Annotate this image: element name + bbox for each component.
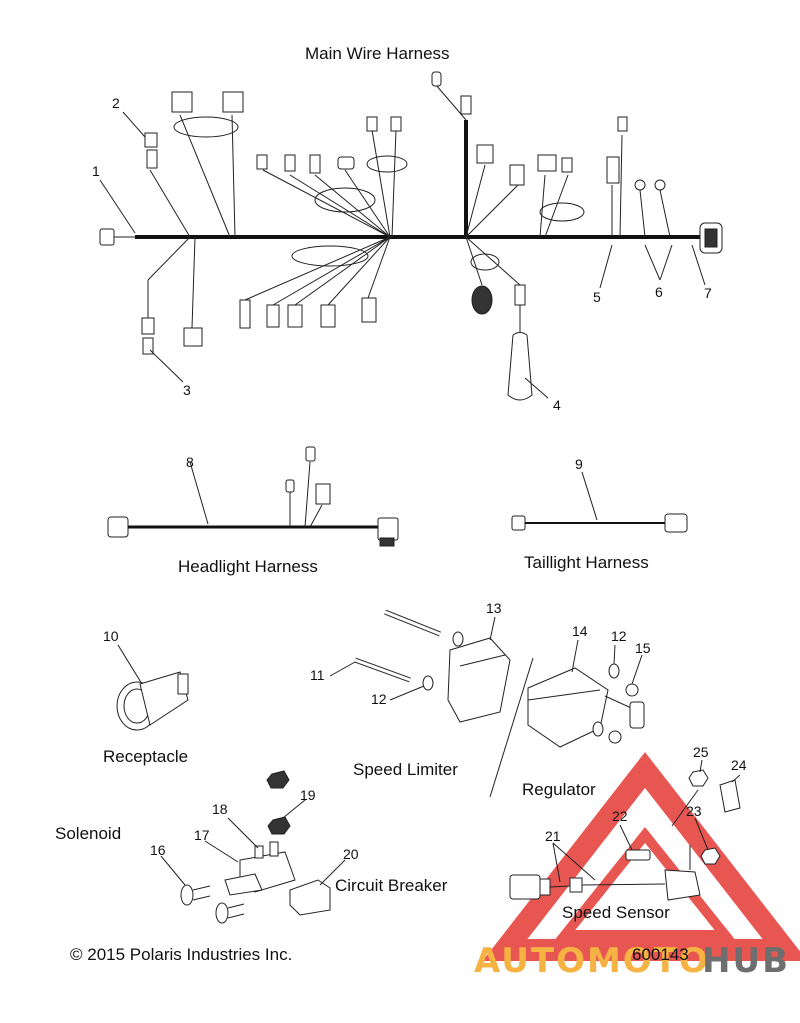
headlight-harness-title: Headlight Harness — [178, 557, 318, 576]
callout-25: 25 — [693, 744, 709, 760]
callout-19: 19 — [300, 787, 316, 803]
callout-9: 9 — [575, 456, 583, 472]
callout-5: 5 — [593, 289, 601, 305]
receptacle: 10 Receptacle — [103, 628, 189, 766]
speed-sensor: 21 22 23 24 25 Speed Sensor — [509, 744, 747, 922]
callout-23: 23 — [686, 803, 702, 819]
watermark-text-primary: AUTOMOTO — [474, 941, 710, 981]
speed-limiter-title: Speed Limiter — [353, 760, 458, 779]
callout-22: 22 — [612, 808, 628, 824]
callout-14: 14 — [572, 623, 588, 639]
regulator-title: Regulator — [522, 780, 596, 799]
taillight-harness-title: Taillight Harness — [524, 553, 649, 572]
main-wire-harness: Main Wire Harness — [92, 44, 723, 413]
speed-limiter: 13 11 12 Speed Limiter — [310, 600, 511, 779]
callout-3: 3 — [183, 382, 191, 398]
callout-17: 17 — [194, 827, 210, 843]
regulator: 14 12 15 Regulator — [522, 623, 651, 799]
circuit-breaker-title: Circuit Breaker — [335, 876, 448, 895]
speed-sensor-title: Speed Sensor — [562, 903, 670, 922]
callout-8: 8 — [186, 454, 194, 470]
callout-15: 15 — [635, 640, 651, 656]
callout-12-regulator: 12 — [611, 628, 627, 644]
diagram-number: 600143 — [632, 945, 689, 964]
callout-1: 1 — [92, 163, 100, 179]
callout-12-limiter: 12 — [371, 691, 387, 707]
taillight-harness: 9 Taillight Harness — [511, 456, 688, 572]
callout-10: 10 — [103, 628, 119, 644]
receptacle-title: Receptacle — [103, 747, 188, 766]
main-harness-title: Main Wire Harness — [305, 44, 450, 63]
callout-16: 16 — [150, 842, 166, 858]
callout-7: 7 — [704, 285, 712, 301]
callout-11: 11 — [310, 667, 325, 683]
callout-4: 4 — [553, 397, 561, 413]
callout-6: 6 — [655, 284, 663, 300]
callout-24: 24 — [731, 757, 747, 773]
solenoid-title: Solenoid — [55, 824, 121, 843]
callout-20: 20 — [343, 846, 359, 862]
copyright-notice: © 2015 Polaris Industries Inc. — [70, 945, 292, 964]
watermark-text-secondary: HUB — [702, 941, 790, 981]
callout-18: 18 — [212, 801, 228, 817]
solenoid-group: Solenoid 16 17 18 19 20 Circuit Breaker — [55, 770, 448, 924]
callout-2: 2 — [112, 95, 120, 111]
callout-21: 21 — [545, 828, 561, 844]
headlight-harness: 8 Headlight Harness — [107, 446, 399, 576]
callout-13: 13 — [486, 600, 502, 616]
